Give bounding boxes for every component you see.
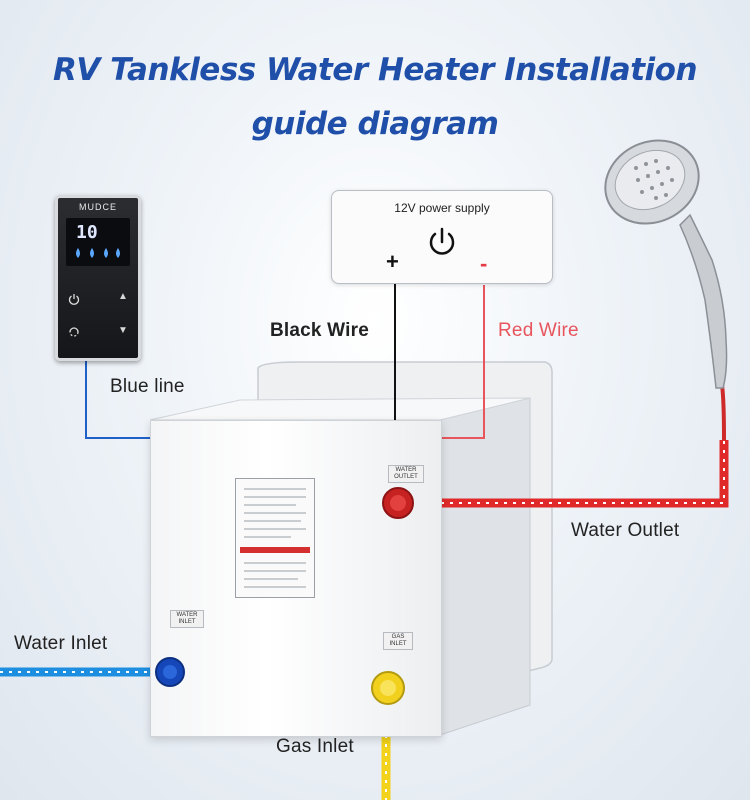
heater-side [439,397,531,736]
power-supply-box: 12V power supply + - [331,190,553,284]
controller-temperature: 10 [76,222,98,243]
water-outlet-tag: WATER OUTLET [388,465,424,483]
title-line-2: guide diagram [251,106,499,142]
shower-head-icon [604,139,728,389]
blue-line-label: Blue line [110,376,185,397]
gas-inlet-tag: GAS INLET [383,632,413,650]
sticker-lines [240,488,310,588]
controller-power-icon[interactable] [68,293,80,305]
red-wire-label: Red Wire [498,320,579,341]
controller-mode-icon[interactable] [68,326,80,338]
power-icon [429,227,455,255]
controller-down-button[interactable]: ▼ [118,325,128,336]
positive-terminal: + [386,249,399,274]
black-wire-label: Black Wire [270,320,369,341]
gas-inlet-label: Gas Inlet [276,736,354,757]
controller-up-button[interactable]: ▲ [118,291,128,302]
title-line-1: RV Tankless Water Heater Installation [52,52,698,88]
controller-screen [66,218,130,266]
droplet-icons [76,248,120,258]
controller-brand: MUDCE [79,202,117,212]
specification-sticker [235,478,315,598]
control-panel: MUDCE 10 ▲ ▼ [55,195,141,361]
power-supply-label: 12V power supply [394,201,490,215]
water-inlet-tag: WATER INLET [170,610,204,628]
negative-terminal: - [480,251,488,276]
water-inlet-label: Water Inlet [14,633,108,654]
water-outlet-label: Water Outlet [571,520,680,541]
